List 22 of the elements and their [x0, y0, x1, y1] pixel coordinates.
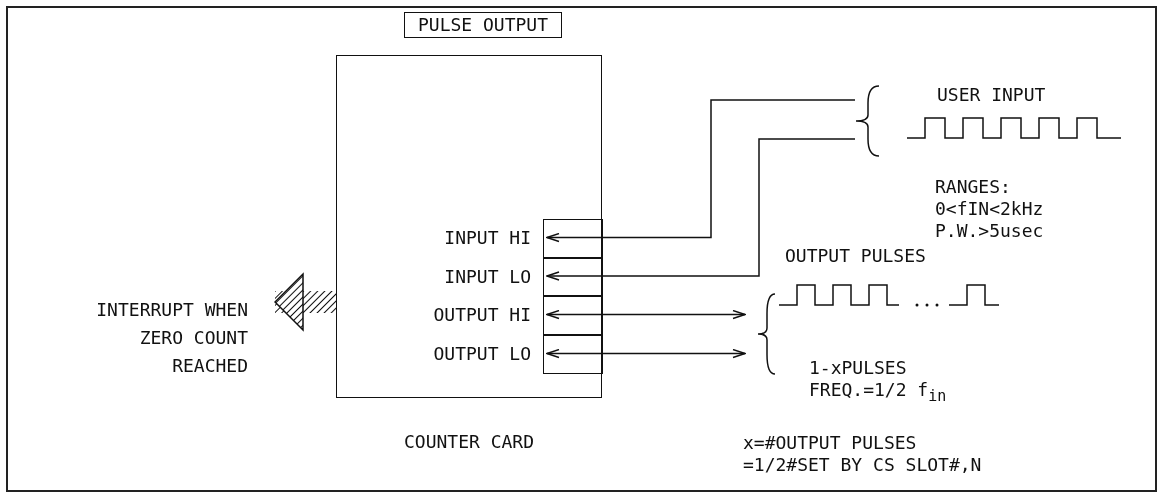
card-caption: COUNTER CARD — [402, 431, 535, 453]
signal-note: RANGES: 0<fIN<2kHz P.W.>5usec — [935, 176, 1045, 242]
wire-arrow — [546, 309, 746, 320]
terminal-label: INPUT HI — [443, 227, 531, 249]
wire-arrow — [546, 138, 856, 281]
terminal-cell — [543, 219, 603, 258]
note-text: x=#OUTPUT PULSES =1/2#SET BY CS SLOT#,N — [743, 432, 983, 476]
signal-note: 1-xPULSES FREQ.=1/2 f$_{in}$ — [809, 357, 948, 407]
signal-name: OUTPUT PULSES — [785, 245, 926, 267]
terminal-label: INPUT LO — [443, 266, 531, 288]
interrupt-text: INTERRUPT WHEN ZERO COUNT REACHED — [95, 298, 248, 378]
title-box: PULSE OUTPUT — [404, 12, 562, 38]
terminal-label: OUTPUT LO — [432, 343, 531, 365]
terminal-cell — [543, 258, 603, 296]
interrupt-arrow — [274, 273, 336, 331]
wire-arrow — [546, 348, 746, 359]
terminal-cell — [543, 335, 603, 374]
signal-name: USER INPUT — [937, 84, 1046, 106]
counter-card — [336, 55, 602, 398]
terminal-cell — [543, 296, 603, 335]
terminal-label: OUTPUT HI — [432, 304, 531, 326]
wire-arrow — [546, 99, 856, 243]
